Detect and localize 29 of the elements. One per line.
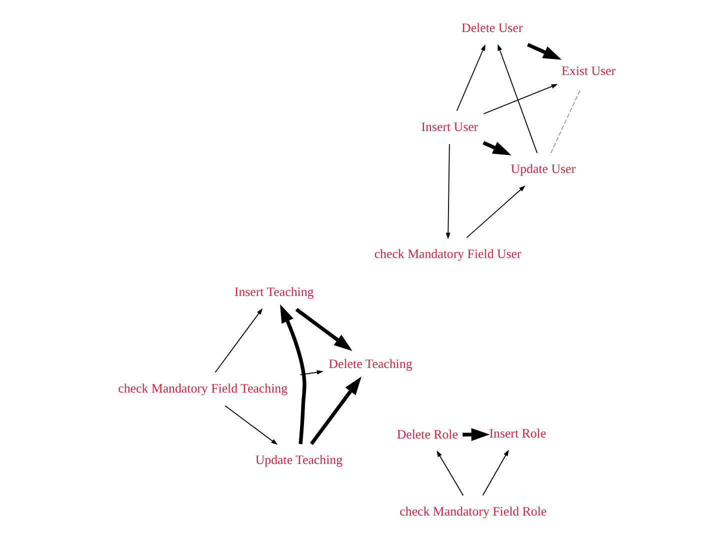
node-text: check Mandatory Field User [374, 246, 521, 261]
node-text: Update User [510, 162, 576, 176]
arrow [214, 308, 262, 373]
arrow [294, 308, 352, 351]
connector [550, 88, 581, 154]
arrow [482, 450, 508, 496]
arrow [436, 450, 464, 496]
arrow [482, 84, 558, 114]
node-text: Delete Role [396, 427, 458, 442]
arrow [462, 428, 490, 442]
node-text: Update Teaching [254, 453, 342, 468]
arrow [280, 304, 306, 444]
arrow [466, 185, 525, 238]
arrow [526, 42, 562, 60]
node-text: check Mandatory Field Role [399, 504, 546, 519]
arrow [497, 44, 538, 154]
node-text: check Mandatory Field Teaching [118, 382, 288, 396]
arrow [456, 44, 485, 112]
node-text: Delete Teaching [328, 356, 412, 371]
arrow [309, 376, 361, 446]
arrow [445, 144, 450, 240]
node-text: Insert Role [488, 426, 546, 441]
arrow [224, 405, 278, 445]
arrow [482, 141, 511, 156]
node-text: Delete User [461, 21, 522, 36]
arrow [299, 370, 323, 376]
node-text: Exist User [561, 64, 616, 78]
node-text: Insert User [420, 120, 478, 134]
node-text: Insert Teaching [234, 285, 314, 300]
